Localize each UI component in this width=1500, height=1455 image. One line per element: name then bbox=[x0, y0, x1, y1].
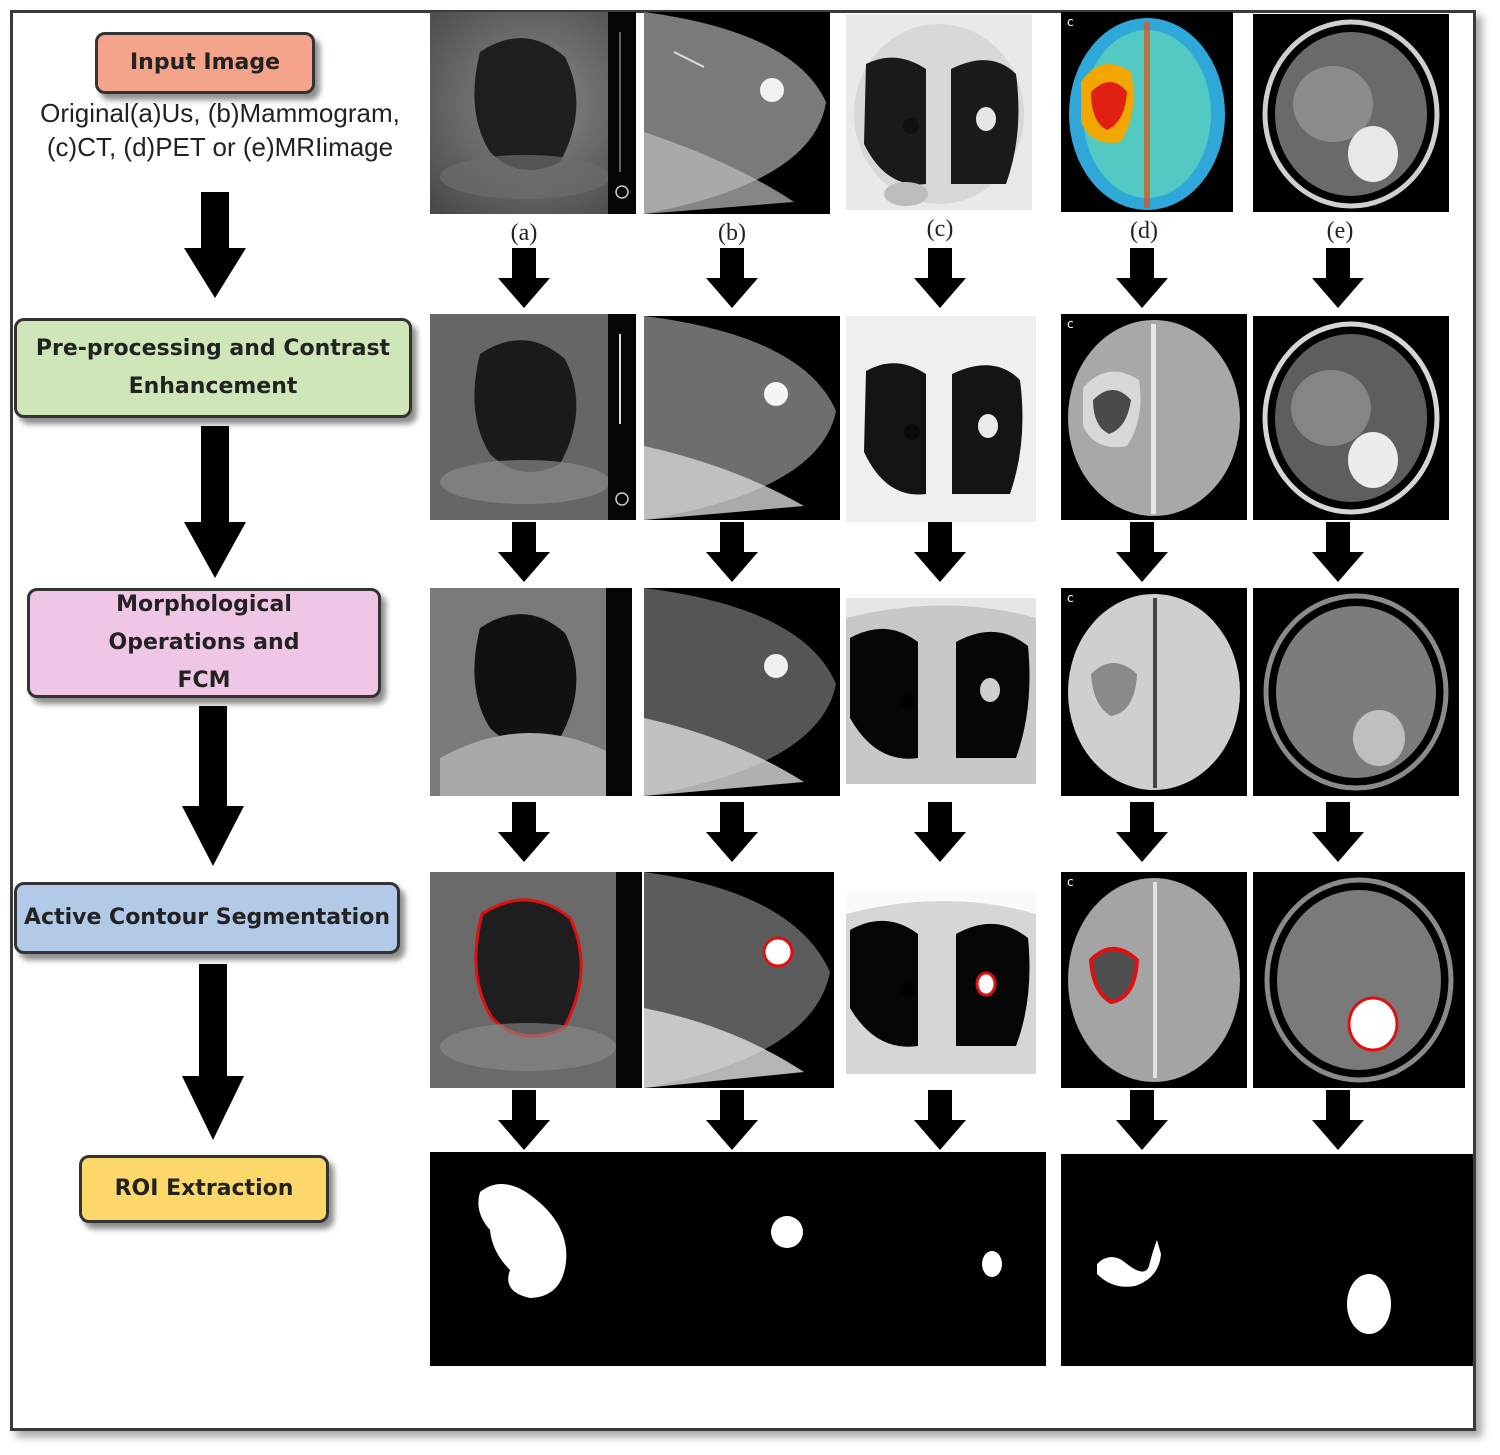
down-arrow-icon bbox=[498, 802, 550, 862]
image-ultrasound-fcm bbox=[430, 588, 632, 796]
down-arrow-icon bbox=[1116, 248, 1168, 308]
down-arrow-icon bbox=[498, 248, 550, 308]
image-pet-original: c bbox=[1061, 12, 1233, 212]
image-roi-strip-right bbox=[1061, 1154, 1473, 1366]
down-arrow-icon bbox=[914, 522, 966, 582]
image-ct-fcm bbox=[846, 598, 1036, 784]
svg-text:c: c bbox=[1067, 15, 1074, 29]
image-mri-original bbox=[1253, 14, 1449, 212]
down-arrow-icon bbox=[498, 1090, 550, 1150]
svg-text:c: c bbox=[1067, 591, 1074, 605]
stage-input-image: Input Image bbox=[95, 32, 315, 94]
column-label-e: (e) bbox=[1326, 218, 1354, 244]
image-ultrasound-preprocessed bbox=[430, 314, 636, 520]
down-arrow-icon bbox=[1116, 1090, 1168, 1150]
down-arrow-icon bbox=[1116, 522, 1168, 582]
image-mammogram-preprocessed bbox=[644, 316, 840, 520]
column-label-b: (b) bbox=[718, 220, 746, 246]
down-arrow-icon bbox=[914, 1090, 966, 1150]
stage-preprocessing: Pre-processing and Contrast Enhancement bbox=[14, 318, 412, 418]
image-ct-contour bbox=[846, 890, 1036, 1074]
image-mammogram-original bbox=[644, 12, 830, 214]
input-caption: Original(a)Us, (b)Mammogram, (c)CT, (d)P… bbox=[40, 98, 400, 162]
image-mammogram-fcm bbox=[644, 588, 840, 796]
stage-roi-extraction: ROI Extraction bbox=[79, 1155, 329, 1223]
down-arrow-icon bbox=[1312, 1090, 1364, 1150]
image-ultrasound-original bbox=[430, 12, 636, 214]
stage-active-contour: Active Contour Segmentation bbox=[14, 882, 400, 954]
down-arrow-icon bbox=[1312, 248, 1364, 308]
down-arrow-icon bbox=[1116, 802, 1168, 862]
down-arrow-icon bbox=[914, 248, 966, 308]
down-arrow-icon bbox=[706, 522, 758, 582]
down-arrow-icon bbox=[182, 706, 244, 866]
down-arrow-icon bbox=[1312, 802, 1364, 862]
image-pet-fcm: c bbox=[1061, 588, 1247, 796]
svg-text:c: c bbox=[1067, 875, 1074, 889]
down-arrow-icon bbox=[184, 426, 246, 578]
stage-morphological-label: Morphological Operations and FCM bbox=[108, 592, 300, 693]
svg-text:c: c bbox=[1067, 317, 1074, 331]
down-arrow-icon bbox=[706, 802, 758, 862]
image-ct-preprocessed bbox=[846, 316, 1036, 522]
stage-active-contour-label: Active Contour Segmentation bbox=[24, 905, 390, 930]
image-mammogram-contour bbox=[644, 872, 834, 1088]
stage-input-image-label: Input Image bbox=[129, 50, 281, 75]
down-arrow-icon bbox=[706, 1090, 758, 1150]
stage-preprocessing-label: Pre-processing and Contrast Enhancement bbox=[35, 336, 391, 399]
image-mri-preprocessed bbox=[1253, 316, 1449, 520]
image-ultrasound-contour bbox=[430, 872, 642, 1088]
down-arrow-icon bbox=[498, 522, 550, 582]
image-ct-original bbox=[846, 14, 1032, 210]
image-pet-preprocessed: c bbox=[1061, 314, 1247, 520]
stage-roi-extraction-label: ROI Extraction bbox=[114, 1176, 294, 1201]
stage-morphological: Morphological Operations and FCM bbox=[27, 588, 381, 698]
image-roi-strip-left bbox=[430, 1152, 1046, 1366]
image-mri-fcm bbox=[1253, 588, 1459, 796]
down-arrow-icon bbox=[914, 802, 966, 862]
down-arrow-icon bbox=[182, 964, 244, 1140]
column-label-a: (a) bbox=[510, 220, 538, 246]
down-arrow-icon bbox=[706, 248, 758, 308]
column-label-d: (d) bbox=[1130, 218, 1158, 244]
down-arrow-icon bbox=[184, 192, 246, 298]
image-pet-contour: c bbox=[1061, 872, 1247, 1088]
image-mri-contour bbox=[1253, 872, 1465, 1088]
column-label-c: (c) bbox=[926, 216, 954, 242]
down-arrow-icon bbox=[1312, 522, 1364, 582]
